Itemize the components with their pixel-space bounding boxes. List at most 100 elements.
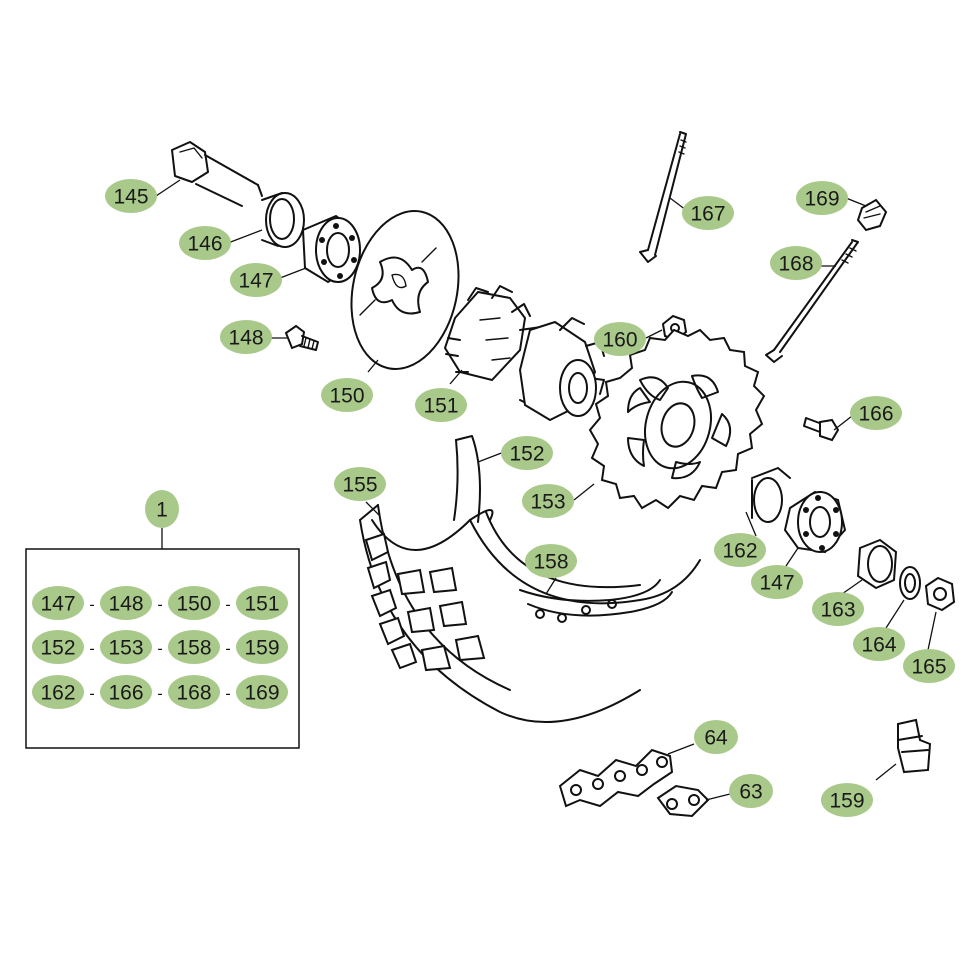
axle-nut-parts-drawing [856,538,956,612]
callout-160: 160 [594,322,646,356]
callout-badge [729,774,773,808]
callout-badge [168,675,220,709]
callout-badge [105,179,157,213]
callout-label: 158 [533,551,568,574]
callout-158: 158 [525,544,577,578]
hub-drawing [443,285,605,422]
valve-159-drawing [897,718,932,774]
callout-label: 159 [829,790,864,813]
kit-label: 1 [156,499,168,522]
callout-label: 146 [187,233,222,256]
callout-label: 150 [329,385,364,408]
callout-155: 155 [334,467,386,501]
callout-badge [236,675,288,709]
callout-label: 147 [759,572,794,595]
callout-badge [821,783,873,817]
kit-item: 147 [32,586,84,620]
kit-item-label: 147 [40,593,75,616]
callout-badge [321,378,373,412]
callout-label: 153 [530,491,565,514]
callout-167: 167 [682,196,734,230]
callout-badge [525,544,577,578]
callout-badge [853,627,905,661]
callout-label: 169 [804,188,839,211]
callout-badge [168,630,220,664]
bushing-drawing [261,192,305,248]
kit-item: 168 [168,675,220,709]
kit-item: 153 [100,630,152,664]
callout-badge [236,586,288,620]
callout-badge [694,720,738,754]
kit-callout-layer: 1147-148-150-151152-153-158-159162-166-1… [32,490,288,709]
callout-label: 165 [911,656,946,679]
callout-badge [501,436,553,470]
callout-badge [179,226,231,260]
kit-item: 151 [236,586,288,620]
nipple-169-drawing [856,198,888,232]
callout-badge [812,592,864,626]
callout-badge [32,675,84,709]
callout-label: 167 [690,203,725,226]
callout-badge [334,467,386,501]
bolt-166-drawing [803,417,840,442]
kit-separator: - [89,597,94,614]
kit-separator: - [225,597,230,614]
kit-callout-1: 1 [145,490,179,528]
kit-separator: - [225,641,230,658]
kit-item-label: 151 [244,593,279,616]
kit-separator: - [157,597,162,614]
master-link-drawing [656,784,710,818]
callout-badge [594,322,646,356]
callout-164: 164 [853,627,905,661]
chain-drawing [558,748,674,808]
callout-63: 63 [729,774,773,808]
right-side-parts-drawing [751,467,847,554]
callout-151: 151 [415,388,467,422]
kit-item: 166 [100,675,152,709]
callout-badge [220,320,272,354]
callout-badge [100,630,152,664]
kit-item-label: 166 [108,682,143,705]
kit-separator: - [157,641,162,658]
kit-item: 150 [168,586,220,620]
callout-64: 64 [694,720,738,754]
callout-badge [32,586,84,620]
callout-159: 159 [821,783,873,817]
kit-item: 152 [32,630,84,664]
callout-label: 162 [722,540,757,563]
callout-badge [32,630,84,664]
callout-badge [850,396,902,430]
kit-item: 169 [236,675,288,709]
callout-badge [522,484,574,518]
kit-item-label: 153 [108,637,143,660]
kit-item-label: 168 [176,682,211,705]
callout-145: 145 [105,179,157,213]
callout-label: 155 [342,474,377,497]
axle-drawing [171,141,263,207]
callout-label: 151 [423,395,458,418]
callout-148: 148 [220,320,272,354]
callout-badge [751,565,803,599]
leader-lines [155,179,937,801]
callout-label: 147 [238,270,273,293]
callout-badge [770,246,822,280]
kit-item-label: 162 [40,682,75,705]
kit-item-label: 159 [244,637,279,660]
callout-label: 148 [228,327,263,350]
callout-165: 165 [903,649,955,683]
kit-box [25,528,300,749]
kit-separator: - [225,686,230,703]
callout-169: 169 [796,181,848,215]
kit-item-label: 150 [176,593,211,616]
callout-150: 150 [321,378,373,412]
callout-badge [100,586,152,620]
callout-label: 163 [820,599,855,622]
kit-item-label: 152 [40,637,75,660]
callout-badge [100,675,152,709]
callout-badge [903,649,955,683]
sprocket-drawing [588,328,766,510]
callout-label: 145 [113,186,148,209]
